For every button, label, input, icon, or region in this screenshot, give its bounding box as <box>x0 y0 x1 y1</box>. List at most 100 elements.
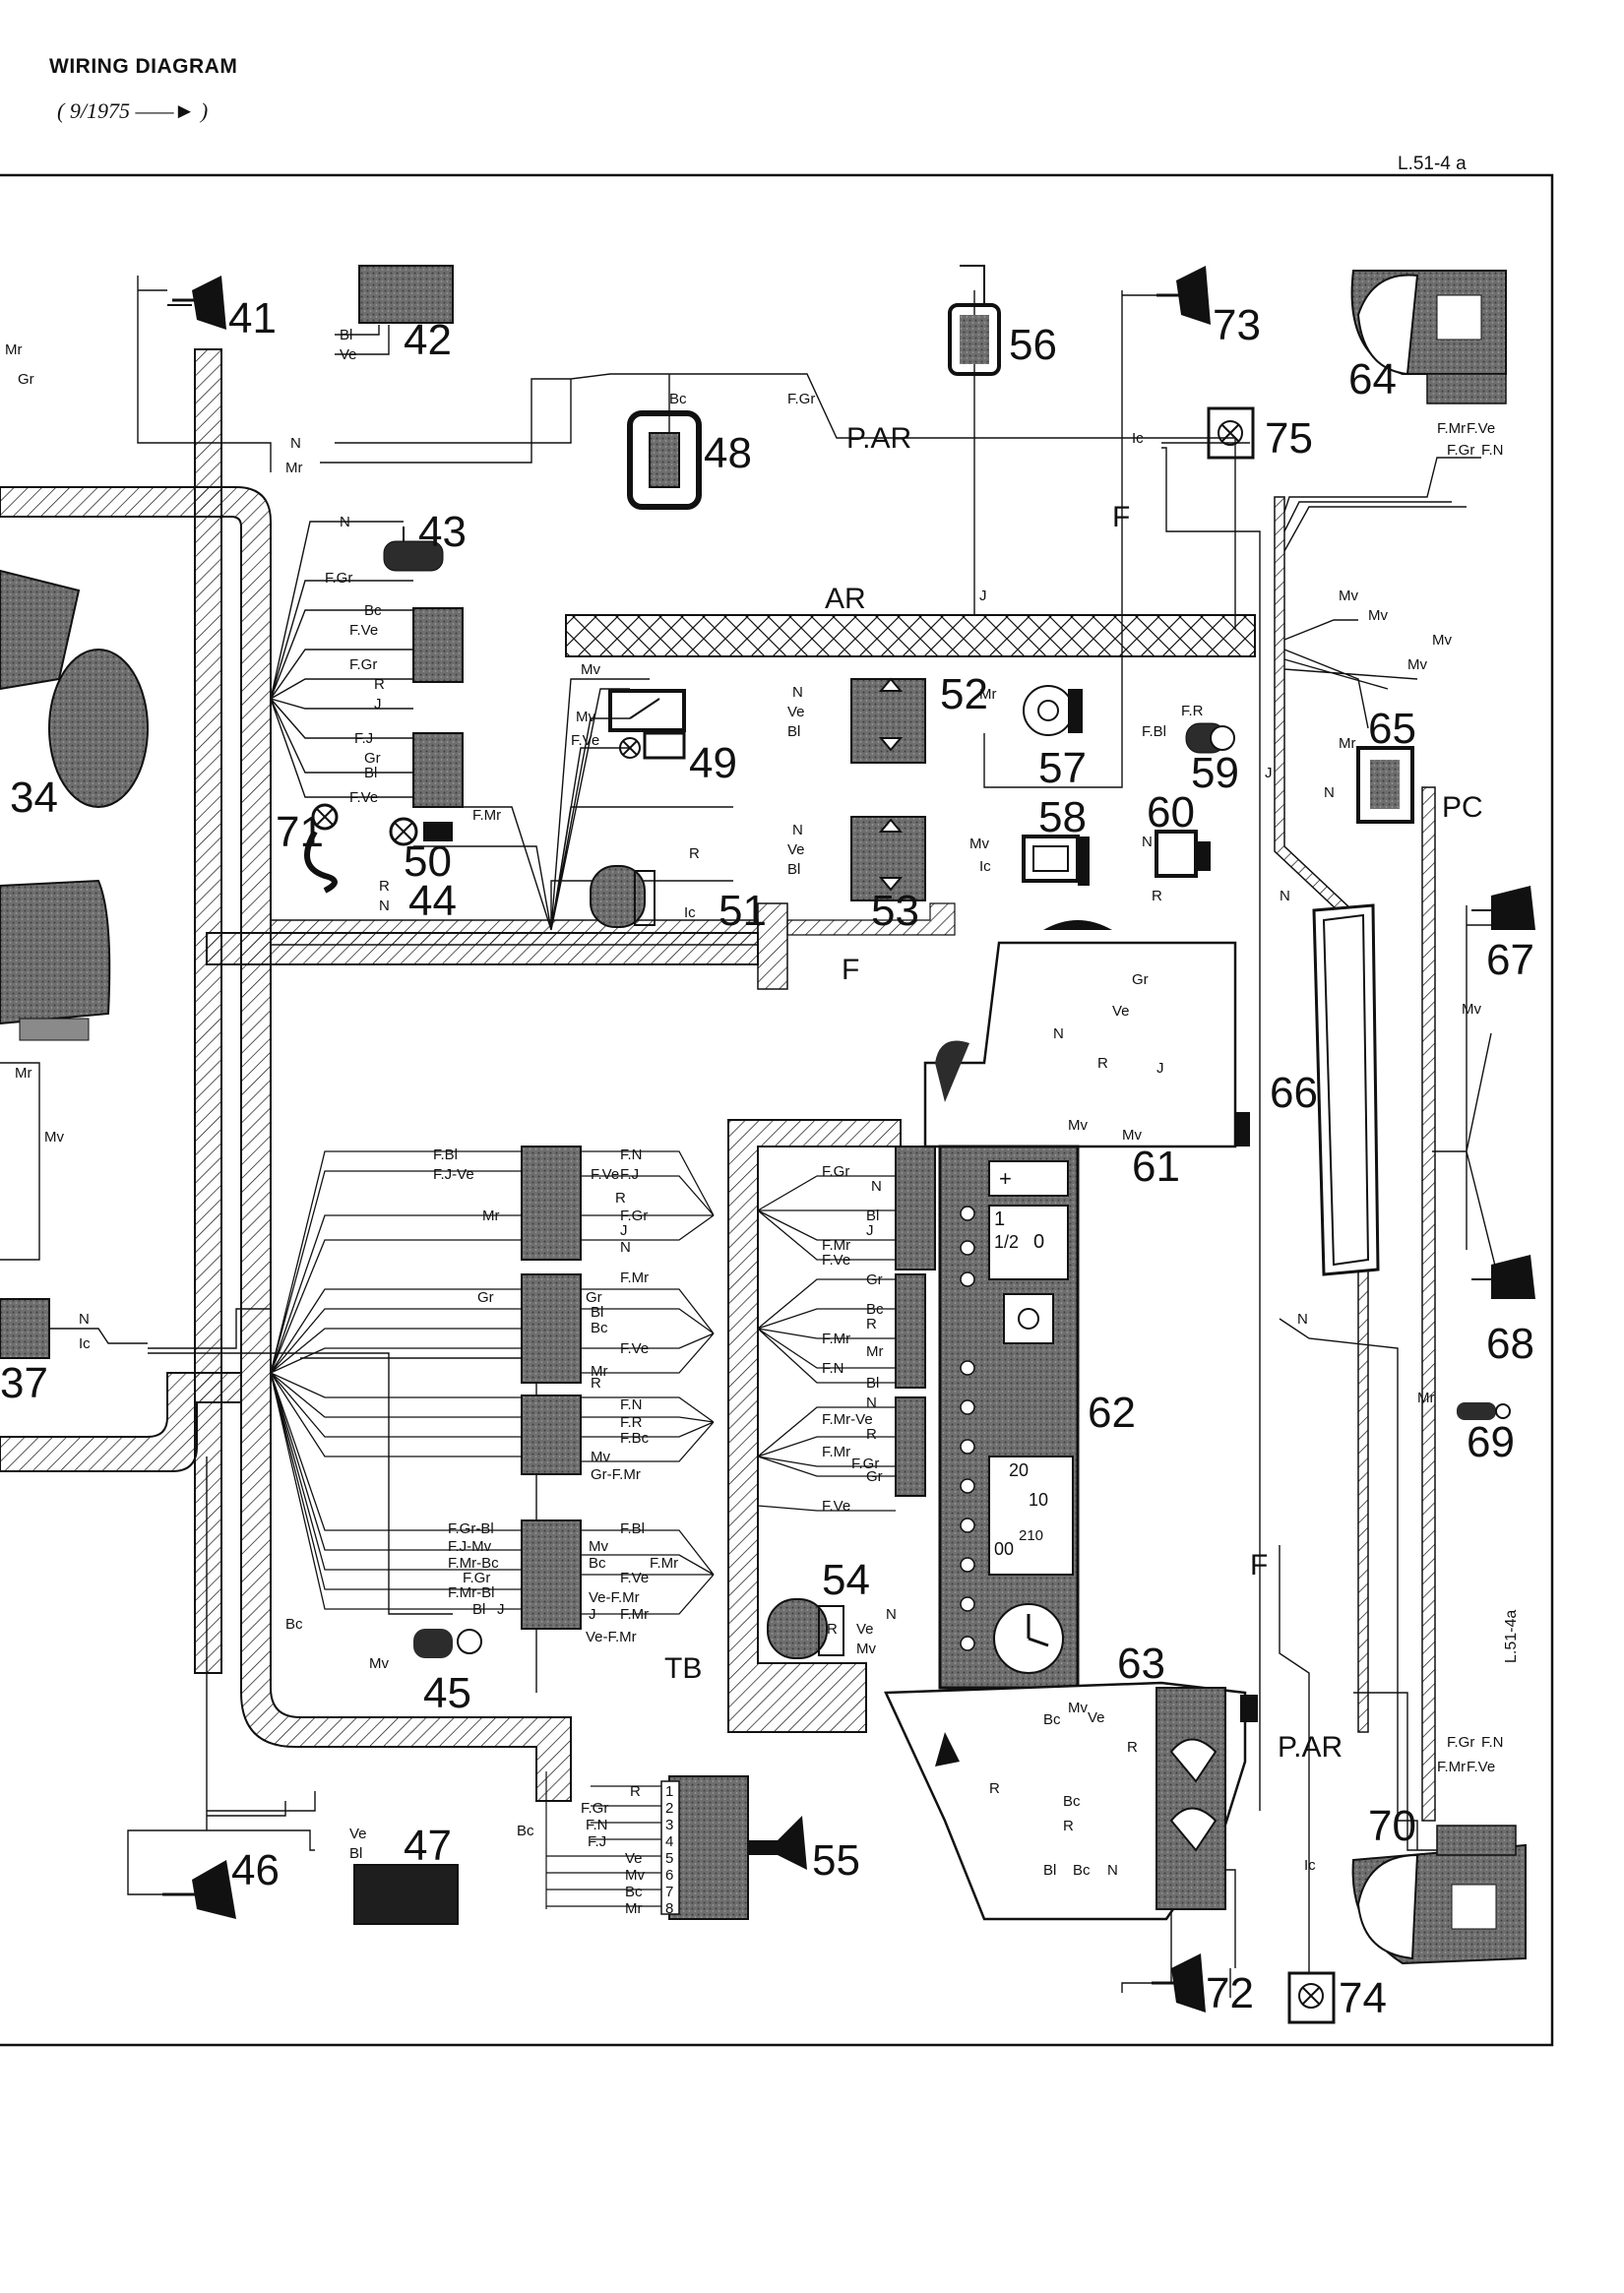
wire-label-n-43: N <box>340 514 350 530</box>
wire-label-r-62b: R <box>866 1426 877 1443</box>
wire-label-bc-conn: Bc <box>364 602 382 619</box>
wire-label-gr-r2: Gr <box>586 1289 602 1306</box>
wire-label-n-top: N <box>290 435 301 452</box>
wire-label-r-60: R <box>1152 888 1162 904</box>
component-partial-left-lamp <box>0 879 111 1041</box>
wire-label-ic-51: Ic <box>684 904 696 921</box>
wire-label-mv-65c: Mv <box>1432 632 1452 649</box>
wire-label-mv-r3: Mv <box>591 1449 610 1465</box>
wire-label-r-62: R <box>866 1316 877 1332</box>
wire-label-grfmr-r3: Gr-F.Mr <box>591 1466 641 1483</box>
wire-label-fgrbl-l4: F.Gr-Bl <box>448 1520 494 1537</box>
wire-label-fve-70: F.Ve <box>1467 1759 1495 1775</box>
label-75: 75 <box>1265 414 1313 463</box>
component-53 <box>850 816 926 901</box>
label-37: 37 <box>0 1359 48 1407</box>
wire-label-fmr-70: F.Mr <box>1437 1759 1466 1775</box>
section-f-top-label: F <box>1112 501 1130 533</box>
component-54 <box>767 1598 844 1659</box>
component-64 <box>1350 270 1507 404</box>
wire-label-mr-62: Mr <box>866 1343 884 1360</box>
component-60 <box>1155 830 1211 878</box>
wire-label-bc-48: Bc <box>669 391 687 407</box>
component-number-labels: 41 42 43 44 45 46 47 48 49 50 51 52 53 5… <box>0 294 1534 2022</box>
right-harness: PC <box>1274 496 1483 1822</box>
label-42: 42 <box>404 316 452 364</box>
component-55 <box>668 1775 807 1920</box>
component-47 <box>353 1864 459 1925</box>
wire-label-n-44: N <box>379 898 390 914</box>
wire-label-j-62: J <box>866 1222 874 1239</box>
wire-label-gr-62c: Gr <box>866 1468 883 1485</box>
main-harness <box>0 348 956 1802</box>
component-68 <box>1471 1255 1535 1299</box>
wire-label-fmr-r4: F.Mr <box>620 1606 649 1623</box>
wire-label-bc-r4: Bc <box>589 1555 606 1572</box>
wire-label-bl-46: Bl <box>349 1845 362 1862</box>
label-72: 72 <box>1206 1969 1254 2017</box>
panel-62-zero: 0 <box>1033 1231 1044 1253</box>
label-56: 56 <box>1009 321 1057 369</box>
wire-label-mv-65d: Mv <box>1407 656 1427 673</box>
wire-label-ve-46: Ve <box>349 1826 367 1842</box>
wire-label-mv-61b: Mv <box>1122 1127 1142 1144</box>
panel-62-half: 1/2 <box>994 1232 1019 1252</box>
wire-label-bc-45: Bc <box>285 1616 303 1633</box>
wire-label-mr-69: Mr <box>1417 1390 1435 1406</box>
wire-label-fmr-62c: F.Mr <box>822 1444 850 1460</box>
component-58 <box>1022 835 1090 886</box>
wire-label-mv-54: Mv <box>856 1641 876 1657</box>
pin-2-wire: F.Gr <box>581 1800 608 1817</box>
label-46: 46 <box>231 1846 280 1894</box>
section-tb-label: TB <box>664 1652 702 1685</box>
wire-label-n-62: N <box>871 1178 882 1195</box>
label-70: 70 <box>1368 1802 1416 1850</box>
wire-label-fmr-r2: F.Mr <box>620 1270 649 1286</box>
label-52: 52 <box>940 670 988 718</box>
wire-label-j-r1: J <box>620 1222 628 1239</box>
component-65 <box>1356 746 1414 824</box>
component-59 <box>1185 722 1235 754</box>
label-51: 51 <box>718 887 767 935</box>
wire-label-mr-l4: Bl <box>472 1601 485 1618</box>
wire-label-ic-37: Ic <box>79 1335 91 1352</box>
label-71: 71 <box>276 808 324 856</box>
wire-label-fve-conn: F.Ve <box>349 622 378 639</box>
wire-label-gr-61: Gr <box>1132 971 1149 988</box>
wire-label-mr-r2: Mr <box>591 1363 608 1380</box>
wire-label-n-66bot: N <box>1297 1311 1308 1328</box>
component-48 <box>627 410 702 510</box>
label-69: 69 <box>1467 1418 1515 1466</box>
wire-label-fmr-50: F.Mr <box>472 807 501 824</box>
wire-label-r-63: R <box>1127 1739 1138 1756</box>
pin-1-wire: R <box>630 1783 641 1800</box>
wire-label-fbl-59: F.Bl <box>1142 723 1166 740</box>
pin-5-wire: Ve <box>625 1850 643 1867</box>
panel-62-doublezero: 00 <box>994 1539 1014 1559</box>
label-55: 55 <box>812 1836 860 1885</box>
left-connector-fanout <box>270 1150 896 1615</box>
component-45 <box>413 1629 482 1658</box>
wire-label-fmr-64: F.Mr <box>1437 420 1466 437</box>
wire-label-fbl-r4: F.Bl <box>620 1520 645 1537</box>
component-66 <box>1312 903 1380 1276</box>
wire-label-fve-r2: F.Ve <box>620 1340 649 1357</box>
component-46 <box>162 1860 236 1919</box>
label-66: 66 <box>1270 1069 1318 1117</box>
pin-6-wire: Mv <box>625 1867 645 1884</box>
wire-label-n-60: N <box>1142 834 1153 850</box>
wire-label-fr-r3: F.R <box>620 1414 643 1431</box>
wire-label-bc-63b: Bc <box>1063 1793 1081 1810</box>
wire-label-ic-58: Ic <box>979 858 991 875</box>
wire-label-fgr-l4: F.Gr <box>463 1570 490 1586</box>
wire-label-mr-57: Mr <box>979 686 997 703</box>
connector-55-pins: 1 2 3 4 5 6 7 8 R F.Gr F.N F.J Ve Mv Bc … <box>545 1771 680 1917</box>
component-57 <box>1023 685 1083 736</box>
wire-label-ic-74: Ic <box>1304 1857 1316 1874</box>
wire-label-bl-62b: Bl <box>866 1375 879 1392</box>
wire-label-r-54: R <box>827 1621 838 1638</box>
wire-label-mv-65a: Mv <box>1339 588 1358 604</box>
pin-4: 4 <box>665 1833 673 1850</box>
wire-label-ve-61: Ve <box>1112 1003 1130 1020</box>
